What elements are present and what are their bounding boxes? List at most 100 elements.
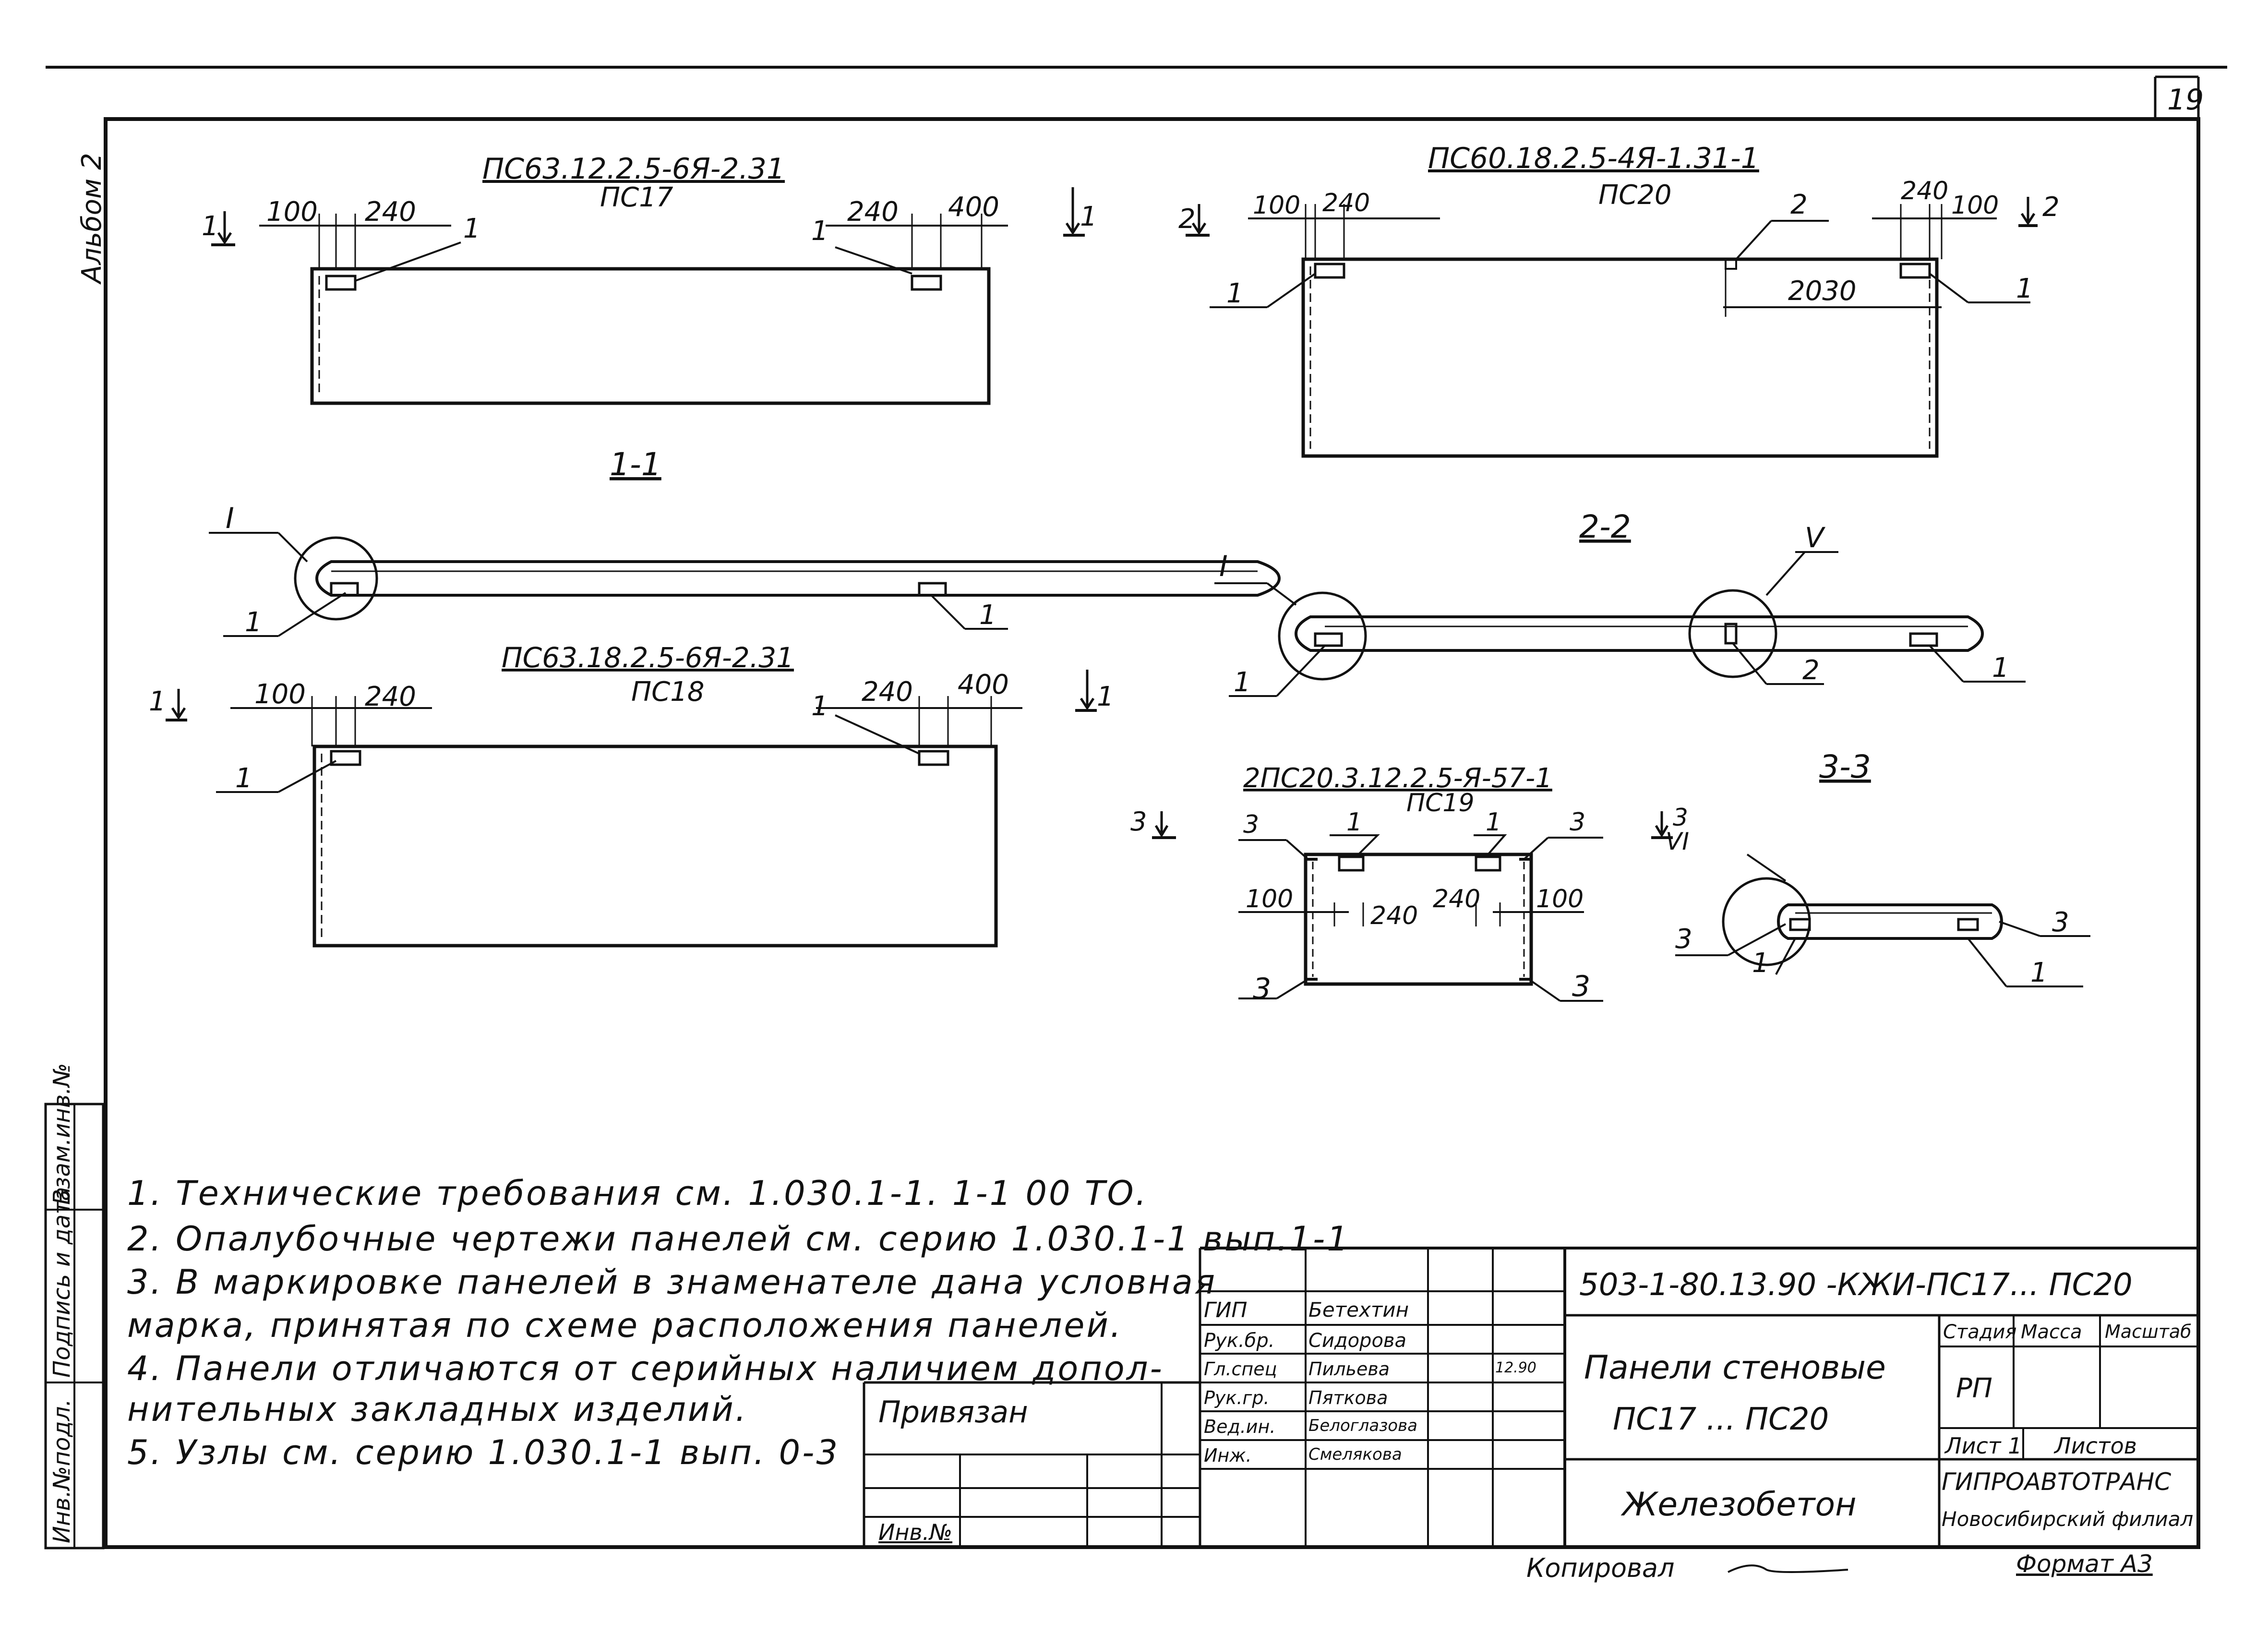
ps17-dim-240-right: 240: [847, 196, 899, 228]
s11-title: 1-1: [610, 446, 661, 483]
role-3: Гл.спец: [1204, 1358, 1277, 1380]
s22-node-label-V: V: [1805, 521, 1826, 554]
ps20-mark: ПС60.18.2.5-4Я-1.31-1: [1428, 142, 1759, 175]
album-label: Альбом 2: [76, 153, 108, 285]
ps18-embed-left: [330, 750, 361, 766]
ps20-dim-2030: 2030: [1788, 276, 1857, 307]
ps17-section-tag-right: 1: [1080, 201, 1097, 232]
ps18-section-tag-right: 1: [1097, 681, 1114, 712]
ps19-dim-100-left: 100: [1246, 885, 1293, 913]
s11-callout-1-left: 1: [245, 607, 262, 638]
stage-header: Стадия: [1943, 1321, 2017, 1343]
note-3-cont: марка, принятая по схеме расположения па…: [127, 1306, 1123, 1345]
stamp-inv-label: Инв.№подл.: [48, 1399, 75, 1543]
s33-panel-section: [1776, 903, 2004, 940]
role-1: ГИП: [1204, 1298, 1248, 1322]
date-note: 12.90: [1495, 1359, 1536, 1376]
note-4-cont: нительных закладных изделий.: [127, 1390, 748, 1429]
panel-ps19: 2ПС20.3.12.2.5-Я-57-1 ПС19 100 240 240 1…: [1130, 763, 1688, 1006]
ps19-callout-3-top-left: 3: [1243, 810, 1259, 839]
note-3: 3. В маркировке панелей в знаменателе да…: [127, 1262, 1217, 1302]
note-5: 5. Узлы см. серию 1.030.1-1 вып. 0-3: [127, 1433, 840, 1472]
sheet-label: Лист 1: [1945, 1433, 2022, 1459]
ps20-callout-1-left: 1: [1226, 278, 1244, 309]
org-line-2: Новосибирский филиал: [1942, 1507, 2194, 1531]
name-2: Сидорова: [1308, 1330, 1407, 1352]
note-1: 1. Технические требования см. 1.030.1-1.…: [127, 1174, 1148, 1213]
ps20-callout-2: 2: [1790, 189, 1808, 220]
s11-panel-section: [315, 560, 1281, 597]
sheets-label: Листов: [2054, 1433, 2137, 1459]
name-3: Пильева: [1308, 1358, 1390, 1380]
ps20-section-tag-right: 2: [2042, 192, 2060, 223]
ps20-section-tag-left: 2: [1178, 204, 1196, 235]
ps18-outline: [312, 745, 998, 948]
name-6: Смелякова: [1308, 1445, 1402, 1464]
s22-title: 2-2: [1579, 508, 1631, 545]
ps19-mark: 2ПС20.3.12.2.5-Я-57-1: [1243, 763, 1552, 794]
s22-callout-1-right: 1: [1992, 652, 2009, 684]
ps18-callout-1-left: 1: [235, 763, 252, 794]
mass-header: Масса: [2021, 1321, 2082, 1343]
panel-ps18: ПС63.18.2.5-6Я-2.31 ПС18 100 240 240 400…: [149, 641, 1114, 948]
inv-label: Инв.№: [878, 1519, 953, 1545]
s33-title: 3-3: [1819, 748, 1871, 785]
s33-callout-1-left: 1: [1752, 948, 1769, 979]
ps17-embed-right: [911, 275, 942, 291]
ps17-callout-1-right: 1: [811, 216, 828, 247]
material-label: Железобетон: [1622, 1486, 1857, 1524]
ps19-callout-1-left: 1: [1346, 808, 1362, 837]
ps18-dim-240-right: 240: [862, 676, 913, 708]
page-number: 19: [2167, 83, 2204, 117]
stamp-sign-label: Подпись и дата: [48, 1187, 75, 1378]
title-line-1: Панели стеновые: [1584, 1349, 1886, 1387]
ps19-callout-3-bottom-right: 3: [1572, 970, 1590, 1003]
scale-header: Масштаб: [2105, 1321, 2192, 1342]
s11-node-label: I: [226, 502, 234, 535]
ps18-embed-right: [918, 750, 949, 766]
note-2: 2. Опалубочные чертежи панелей см. серию…: [127, 1219, 1350, 1259]
format-label: Формат А3: [2016, 1550, 2153, 1578]
ps19-dim-240-right: 240: [1433, 885, 1480, 913]
s33-node-label: VI: [1666, 828, 1689, 855]
s11-node-circle: [294, 536, 378, 621]
ps17-callout-1-left: 1: [463, 213, 480, 244]
ps17-embed-left: [325, 275, 357, 291]
s33-callout-3-left: 3: [1675, 924, 1692, 955]
panel-ps20: ПС60.18.2.5-4Я-1.31-1 ПС20 100 240 240 1…: [1178, 142, 2060, 458]
copied-signature: [1728, 1564, 1848, 1573]
ps18-dim-400: 400: [958, 669, 1009, 700]
ps17-sub: ПС17: [600, 182, 673, 213]
ps19-section-tag-left: 3: [1130, 806, 1147, 837]
ps19-dim-240-left: 240: [1370, 901, 1418, 930]
ps20-embed-right: [1899, 263, 1931, 279]
s22-node-circle-V: [1688, 589, 1777, 678]
copied-label: Копировал: [1526, 1553, 1675, 1583]
linked-label: Привязан: [878, 1394, 1028, 1430]
ps20-dim-240-left: 240: [1322, 189, 1370, 217]
role-6: Инж.: [1204, 1445, 1252, 1466]
ps19-section-tag-right: 3: [1673, 804, 1688, 831]
title-line-2: ПС17 ... ПС20: [1613, 1402, 1829, 1437]
s11-callout-1-right: 1: [979, 600, 996, 631]
ps17-mark: ПС63.12.2.5-6Я-2.31: [482, 152, 785, 186]
ps19-embed-left: [1338, 855, 1365, 872]
ps20-embed-mid: [1725, 258, 1737, 270]
s22-callout-2: 2: [1802, 655, 1820, 686]
name-5: Белоглазова: [1308, 1416, 1417, 1435]
stage-value: РП: [1956, 1373, 1992, 1404]
panel-ps17: ПС63.12.2.5-6Я-2.31 ПС17 100 240 240 400…: [202, 152, 1097, 405]
ps17-dim-100: 100: [266, 196, 318, 228]
ps18-section-tag-left: 1: [149, 686, 166, 717]
s22-node-circle-I: [1278, 591, 1367, 681]
name-1: Бетехтин: [1308, 1298, 1409, 1322]
org-line-1: ГИПРОАВТОТРАНС: [1942, 1468, 2172, 1496]
note-4: 4. Панели отличаются от серийных наличие…: [127, 1349, 1164, 1388]
role-4: Рук.гр.: [1204, 1387, 1270, 1408]
ps19-dim-100-right: 100: [1536, 885, 1584, 913]
ps18-sub: ПС18: [631, 676, 704, 708]
title-block-grid: [863, 1247, 2198, 1548]
ps19-callout-3-bottom-left: 3: [1253, 972, 1271, 1006]
ps17-dim-240-left: 240: [365, 196, 416, 228]
